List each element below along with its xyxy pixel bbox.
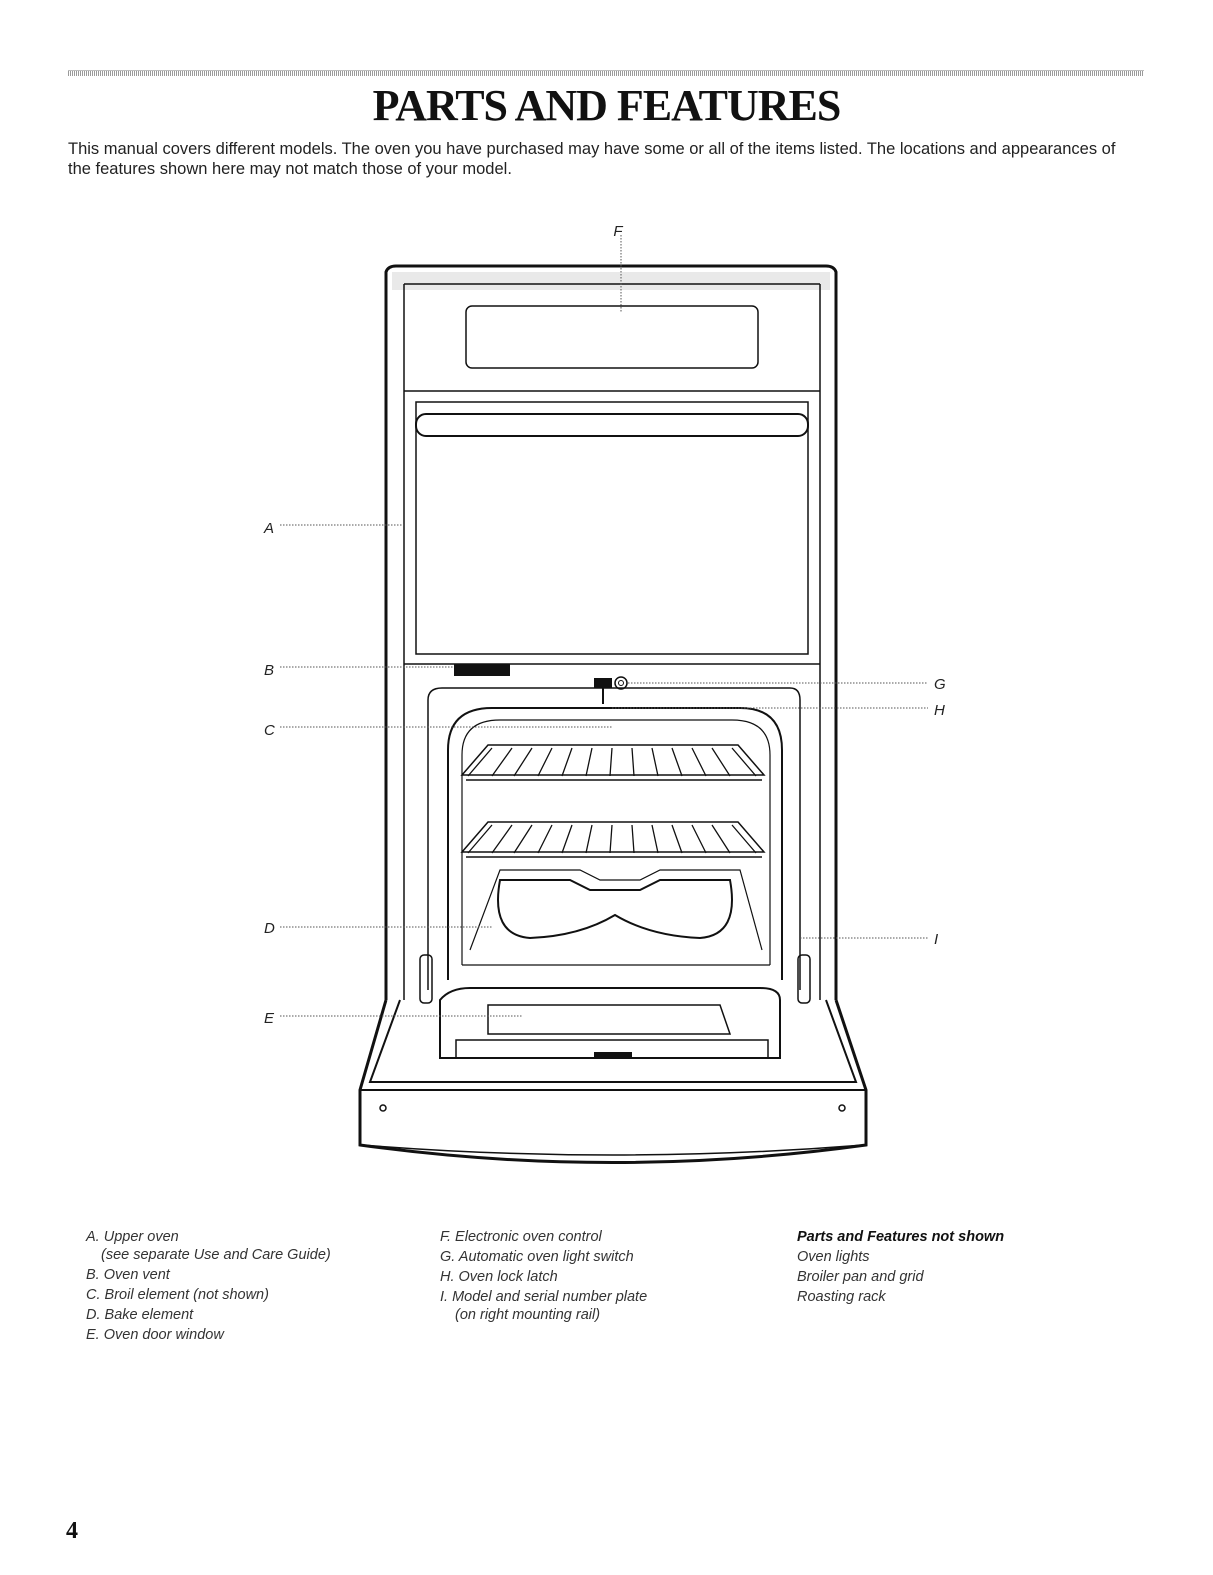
- oven-lock-latch: [594, 678, 612, 704]
- header-rule: [68, 70, 1144, 76]
- not-shown-item: Broiler pan and grid: [797, 1269, 924, 1285]
- electronic-oven-control: [465, 305, 759, 369]
- leader-lines: [280, 235, 928, 1017]
- legend-column-1: A. Upper oven (see separate Use and Care…: [86, 1227, 331, 1345]
- not-shown-heading: Parts and Features not shown: [797, 1229, 1005, 1245]
- lower-oven-cavity: [427, 687, 801, 990]
- legend-item-c: C. Broil element (not shown): [86, 1287, 269, 1303]
- callout-g: G: [934, 676, 946, 693]
- legend-item-i-note: (on right mounting rail): [455, 1307, 601, 1323]
- cabinet-frame: [384, 264, 838, 1000]
- callout-c: C: [264, 722, 275, 739]
- callout-b: B: [264, 662, 274, 679]
- intro-paragraph: This manual covers different models. The…: [68, 140, 1116, 178]
- open-oven-door: [358, 999, 868, 1164]
- oven-diagram: F A B C G H D I E: [263, 223, 946, 1164]
- legend-column-3: Parts and Features not shown Oven lights…: [797, 1227, 1004, 1307]
- callout-i: I: [934, 931, 938, 948]
- legend-column-2: F. Electronic oven control G. Automatic …: [440, 1227, 647, 1325]
- page-title: PARTS AND FEATURES: [372, 81, 842, 130]
- oven-rack-lower: [460, 821, 766, 858]
- oven-vent: [454, 664, 510, 676]
- legend-item-h: H. Oven lock latch: [440, 1269, 558, 1285]
- legend-item-a: A. Upper oven: [86, 1229, 179, 1245]
- not-shown-item: Roasting rack: [797, 1289, 886, 1305]
- callout-e: E: [264, 1010, 275, 1027]
- oven-rack-upper: [460, 744, 766, 781]
- legend-item-f: F. Electronic oven control: [440, 1229, 602, 1245]
- not-shown-item: Oven lights: [797, 1249, 870, 1265]
- bake-element: [469, 869, 763, 951]
- legend-item-e: E. Oven door window: [86, 1327, 224, 1343]
- page-number: 4: [66, 1518, 78, 1544]
- callout-h: H: [934, 702, 945, 719]
- light-switch: [614, 676, 628, 690]
- callout-a: A: [263, 520, 274, 537]
- oven-door-window: [439, 987, 781, 1059]
- callout-d: D: [264, 920, 275, 937]
- bake-element-loop: [497, 879, 733, 940]
- legend-item-i: I. Model and serial number plate: [440, 1289, 648, 1305]
- legend-item-a-note: (see separate Use and Care Guide): [101, 1247, 331, 1263]
- legend-item-d: D. Bake element: [86, 1307, 194, 1323]
- legend-item-b: B. Oven vent: [86, 1267, 170, 1283]
- upper-oven-door: [415, 401, 809, 655]
- callout-f: F: [613, 223, 623, 240]
- legend-item-g: G. Automatic oven light switch: [440, 1249, 634, 1265]
